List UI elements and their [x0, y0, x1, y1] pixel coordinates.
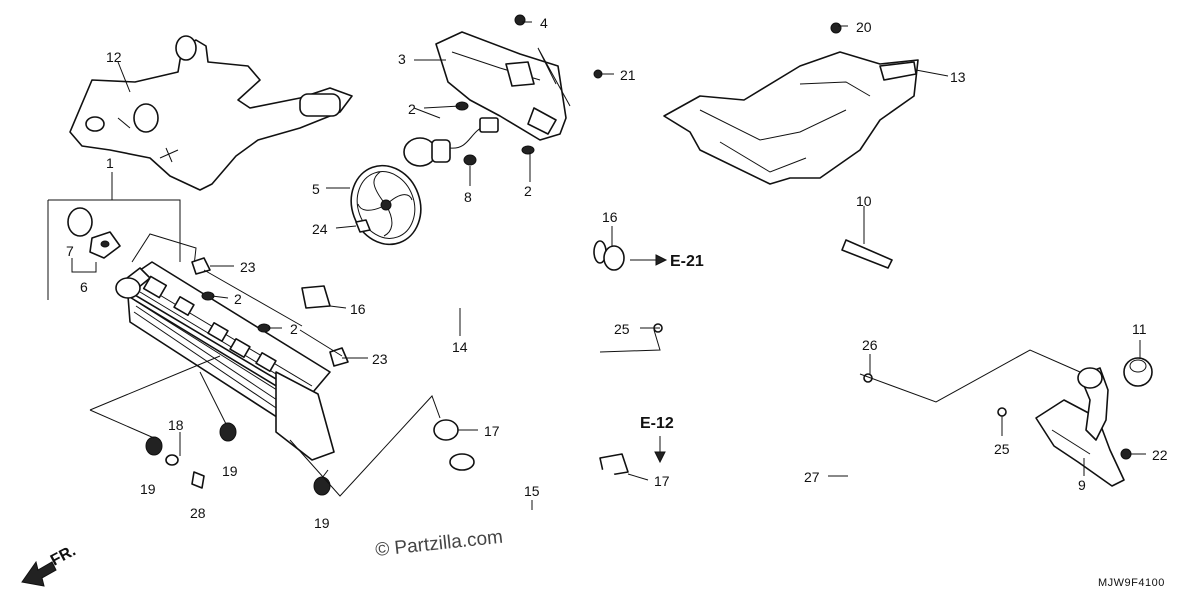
- callout-19-b: 19: [222, 463, 238, 479]
- callout-16-b: 16: [350, 301, 366, 317]
- callout-2-b: 2: [524, 183, 532, 199]
- callout-19-c: 19: [314, 515, 330, 531]
- callout-labels: 12 1 7 6 3 4 20 21 13 2 2 2 2 5 8 24 23 …: [66, 15, 1168, 531]
- under-cover-part: [663, 51, 919, 185]
- hose-clamp-parts: [301, 245, 629, 477]
- reference-e12-label: E-12: [640, 415, 674, 432]
- callout-6: 6: [80, 279, 88, 295]
- radiator-shroud-part: [69, 35, 353, 191]
- arrow-icon: [21, 560, 57, 587]
- callout-2-d: 2: [290, 321, 298, 337]
- callout-25-a: 25: [614, 321, 630, 337]
- callout-22: 22: [1152, 447, 1168, 463]
- callout-14: 14: [452, 339, 468, 355]
- callout-4: 4: [540, 15, 548, 31]
- callout-1: 1: [106, 155, 114, 171]
- grommet-parts: [145, 422, 331, 496]
- callout-17-b: 17: [654, 473, 670, 489]
- small-clip-parts: [653, 323, 1007, 417]
- callout-21: 21: [620, 67, 636, 83]
- watermark-text: © Partzilla.com: [374, 527, 504, 561]
- figure-code: MJW9F4100: [1098, 577, 1165, 589]
- siphon-hose-part: [654, 239, 1004, 414]
- radiator-cap-parts: [67, 207, 121, 259]
- callout-16-a: 16: [602, 209, 618, 225]
- callout-7: 7: [66, 243, 74, 259]
- callout-13: 13: [950, 69, 966, 85]
- callout-2-c: 2: [234, 291, 242, 307]
- callout-19-a: 19: [140, 481, 156, 497]
- fan-part: [350, 164, 422, 246]
- callout-15: 15: [524, 483, 540, 499]
- screw-parts: [455, 14, 1132, 460]
- clip-parts: [191, 257, 349, 367]
- reference-e21-label: E-21: [670, 253, 704, 270]
- front-direction-arrow: FR.: [21, 542, 79, 587]
- callout-23-b: 23: [372, 351, 388, 367]
- callout-28: 28: [190, 505, 206, 521]
- callout-26: 26: [862, 337, 878, 353]
- callout-17-a: 17: [484, 423, 500, 439]
- callout-24: 24: [312, 221, 328, 237]
- fan-shroud-part: [435, 31, 567, 141]
- callout-27: 27: [804, 469, 820, 485]
- reserve-tank-part: [1035, 367, 1125, 487]
- lower-hose-part: [449, 453, 615, 530]
- callout-12: 12: [106, 49, 122, 65]
- callout-5: 5: [312, 181, 320, 197]
- callout-10: 10: [856, 193, 872, 209]
- radiator-part: [47, 199, 335, 461]
- callout-9: 9: [1078, 477, 1086, 493]
- callout-20: 20: [856, 19, 872, 35]
- reference-e12: E-12: [640, 415, 674, 464]
- callout-8: 8: [464, 189, 472, 205]
- callout-25-b: 25: [994, 441, 1010, 457]
- upper-hose-part: [313, 240, 609, 304]
- reference-e21: E-21: [630, 253, 704, 270]
- callout-2-a: 2: [408, 101, 416, 117]
- callout-3: 3: [398, 51, 406, 67]
- callout-23-a: 23: [240, 259, 256, 275]
- callout-18: 18: [168, 417, 184, 433]
- fan-motor-part: [403, 117, 499, 167]
- overflow-hose-part: [836, 372, 904, 582]
- leader-lines: [71, 21, 1146, 510]
- reserve-tank-cap-part: [1123, 357, 1153, 387]
- callout-11: 11: [1132, 321, 1147, 337]
